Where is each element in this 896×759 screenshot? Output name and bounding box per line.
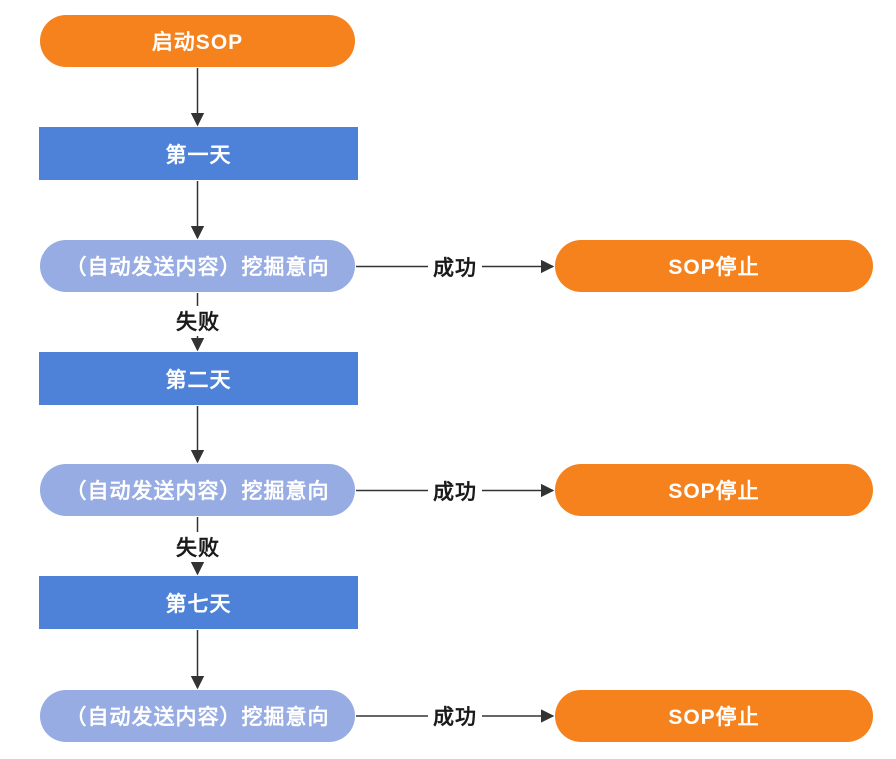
node-sop-stop-2: SOP停止 [555,464,873,516]
node-day-1: 第一天 [39,127,358,180]
node-sop-stop-1: SOP停止 [555,240,873,292]
node-start-sop: 启动SOP [40,15,355,67]
node-day-2: 第二天 [39,352,358,405]
node-intent-2: （自动发送内容）挖掘意向 [40,464,355,516]
node-intent-1: （自动发送内容）挖掘意向 [40,240,355,292]
node-intent-3: （自动发送内容）挖掘意向 [40,690,355,742]
edge-label-success-1: 成功 [428,252,482,282]
node-sop-stop-3: SOP停止 [555,690,873,742]
edge-label-success-3: 成功 [428,701,482,731]
edge-label-fail-1: 失败 [171,306,225,336]
node-day-7: 第七天 [39,576,358,629]
edge-label-fail-2: 失败 [171,532,225,562]
edge-label-success-2: 成功 [428,476,482,506]
